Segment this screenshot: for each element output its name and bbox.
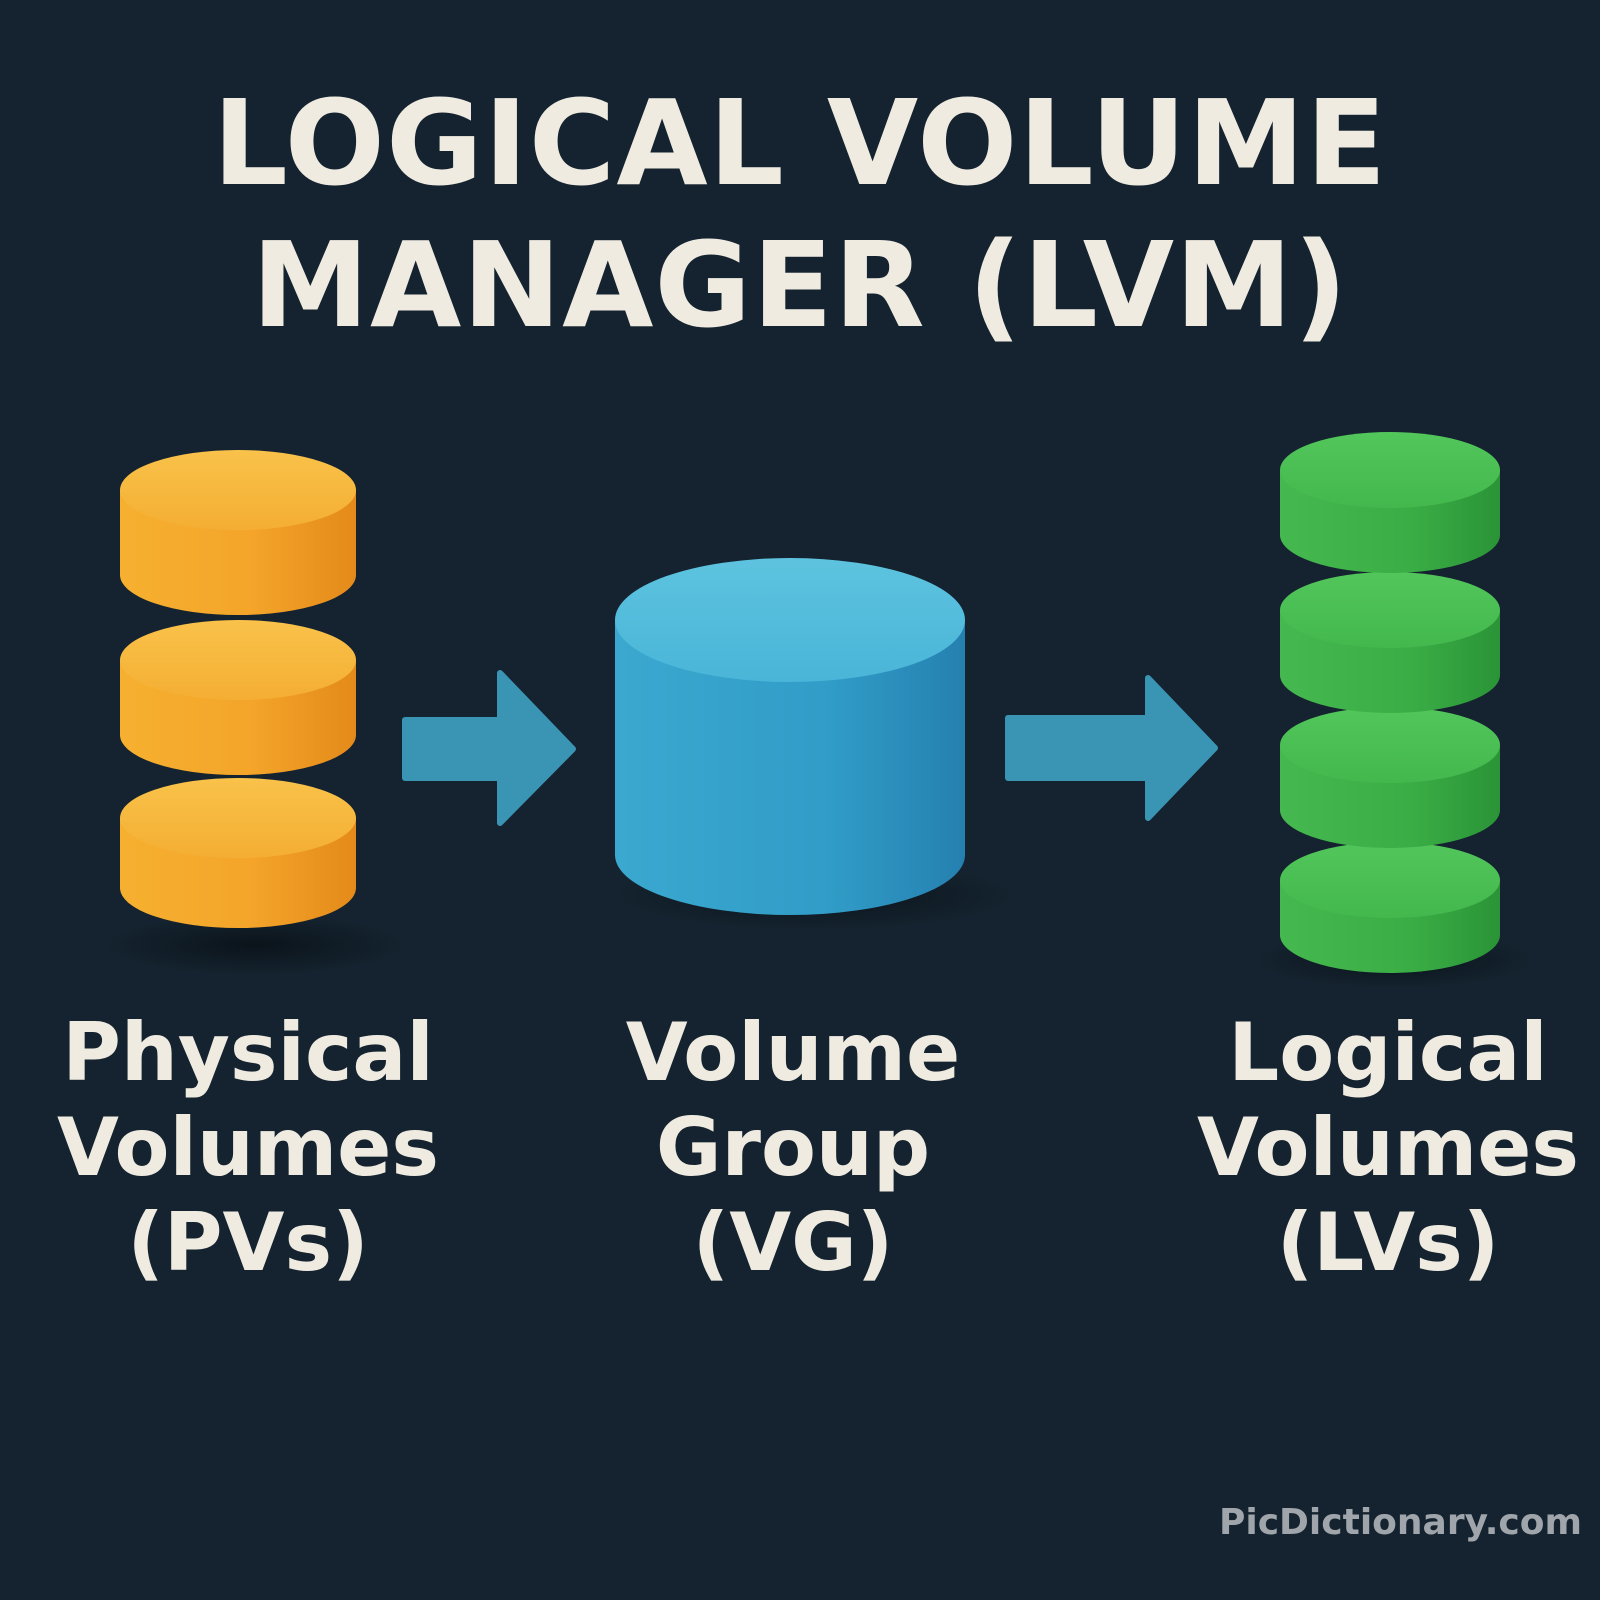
label-line: Physical (62, 1006, 434, 1099)
diagram-title: LOGICAL VOLUME MANAGER (LVM) (0, 72, 1600, 356)
right-arrow-icon (402, 670, 576, 826)
pv-disk-3 (120, 778, 356, 928)
label-line: (PVs) (127, 1196, 369, 1289)
label-line: (LVs) (1276, 1196, 1500, 1289)
lv-disk-3 (1280, 707, 1500, 848)
pv-disk-1 (120, 450, 356, 615)
label-volume-group: Volume Group (VG) (583, 1005, 1003, 1290)
logical-volumes-stack-icon (1255, 432, 1535, 988)
title-line-1: LOGICAL VOLUME (212, 74, 1388, 212)
label-line: Volumes (56, 1101, 440, 1194)
label-logical-volumes: Logical Volumes (LVs) (1178, 1005, 1598, 1290)
watermark: PicDictionary.com (1218, 1502, 1582, 1543)
physical-volumes-stack-icon (105, 450, 405, 975)
right-arrow-icon (1005, 675, 1218, 821)
label-line: Volumes (1196, 1101, 1580, 1194)
lv-disk-1 (1280, 432, 1500, 573)
label-physical-volumes: Physical Volumes (PVs) (38, 1005, 458, 1290)
label-line: (VG) (692, 1196, 894, 1289)
lv-disk-2 (1280, 572, 1500, 713)
label-line: Group (655, 1101, 931, 1194)
label-line: Logical (1228, 1006, 1548, 1099)
title-line-2: MANAGER (LVM) (251, 216, 1349, 354)
volume-group-cylinder-icon (615, 558, 1015, 930)
label-line: Volume (625, 1006, 961, 1099)
lv-disk-4 (1280, 842, 1500, 973)
pv-disk-2 (120, 620, 356, 775)
